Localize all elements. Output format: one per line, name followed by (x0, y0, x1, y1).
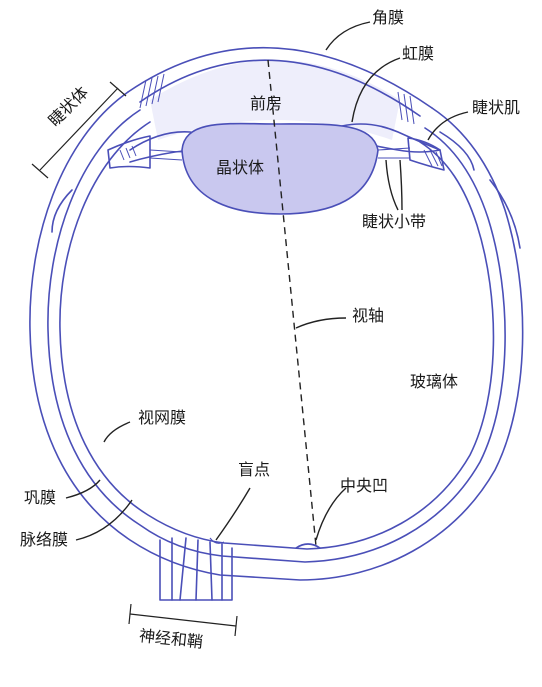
ciliary-body-left (107, 135, 151, 169)
ciliary-body-dimension (39, 87, 119, 171)
lead-cornea (325, 21, 371, 51)
left-flap (51, 189, 73, 233)
lead-ciliary-muscle (427, 111, 469, 141)
lead-fovea (315, 487, 347, 541)
label-cornea: 角膜 (372, 8, 405, 27)
label-lens: 晶状体 (216, 158, 265, 177)
lens-shape (181, 122, 379, 215)
lead-retina (103, 421, 131, 443)
lead-zonule-2 (399, 159, 403, 211)
sclera-outer (29, 91, 524, 581)
lead-iris (351, 57, 401, 123)
ciliary-muscle-left-hatch (119, 73, 165, 161)
lead-blind-spot (215, 487, 251, 541)
label-retina: 视网膜 (138, 408, 187, 427)
label-vitreous: 玻璃体 (410, 372, 459, 391)
label-iris: 虹膜 (402, 44, 435, 63)
visual-axis-line (267, 59, 317, 547)
blind-spot-disc (209, 537, 225, 544)
label-visual-axis: 视轴 (352, 306, 385, 325)
label-ciliary-muscle: 睫状肌 (472, 98, 521, 117)
anterior-chamber-area (150, 60, 400, 140)
label-sclera: 巩膜 (24, 488, 57, 507)
ciliary-muscle-right-hatch (397, 91, 443, 167)
label-fovea: 中央凹 (340, 476, 389, 495)
label-zonule: 睫状小带 (362, 212, 427, 231)
optic-nerve-line-2 (179, 537, 187, 601)
ciliary-body-right (407, 137, 445, 171)
ciliary-body-tick-1 (109, 81, 127, 97)
lead-zonule-1 (385, 159, 399, 211)
lead-visual-axis (295, 317, 347, 329)
nerve-sheath-dimension (129, 613, 237, 627)
label-anterior-chamber: 前房 (250, 94, 283, 113)
ciliary-body-tick-2 (31, 163, 49, 179)
lead-sclera (65, 479, 101, 499)
cornea-outer (127, 46, 433, 109)
lead-choroid (75, 499, 133, 541)
optic-nerve-line-3 (195, 539, 199, 601)
right-flap-2 (489, 179, 521, 249)
label-choroid: 脉络膜 (20, 530, 69, 549)
nerve-sheath-tick-2 (234, 615, 238, 637)
zonule-fibres (149, 147, 411, 161)
optic-nerve-line-4 (209, 541, 213, 601)
nerve-sheath-tick-1 (128, 603, 132, 625)
retina-layer (59, 121, 495, 550)
cornea-inner (139, 59, 421, 117)
right-flap (439, 131, 475, 171)
fovea-dip (295, 543, 321, 549)
label-blind-spot: 盲点 (238, 460, 271, 479)
